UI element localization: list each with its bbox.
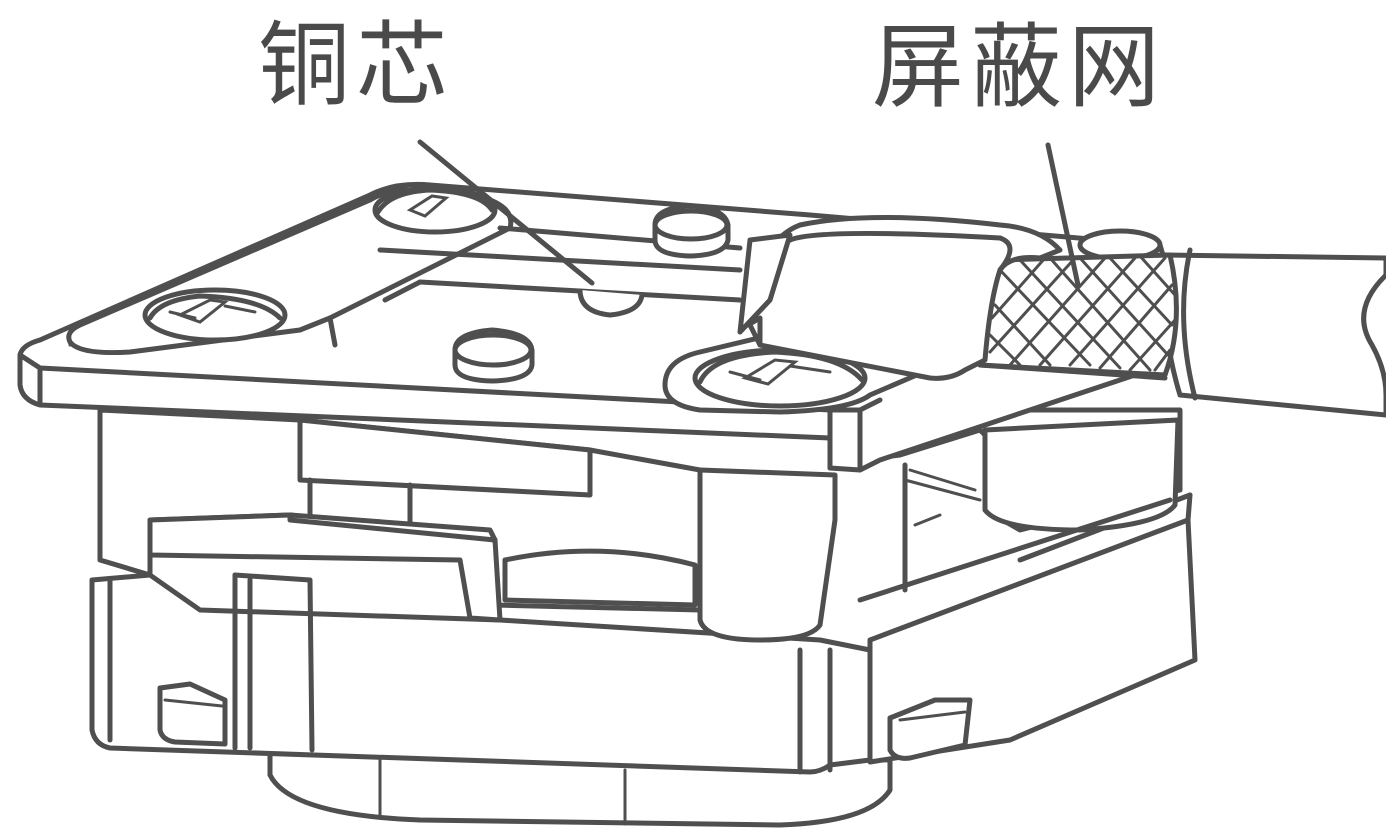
cable-clamp <box>737 215 1386 418</box>
copper-core-label: 铜芯 <box>258 12 455 119</box>
screw-top <box>372 185 498 235</box>
shield-mesh-leader <box>1045 142 1081 288</box>
copper-core-leader <box>417 139 595 286</box>
lower-housing <box>89 492 1198 775</box>
shield-mesh-label: 屏蔽网 <box>872 14 1167 121</box>
leader-lines <box>417 139 1081 288</box>
plate-studs <box>452 203 731 384</box>
middle-housing <box>97 407 1183 643</box>
shield-mesh-crosshatch <box>988 254 1177 372</box>
screw-left <box>142 287 288 343</box>
